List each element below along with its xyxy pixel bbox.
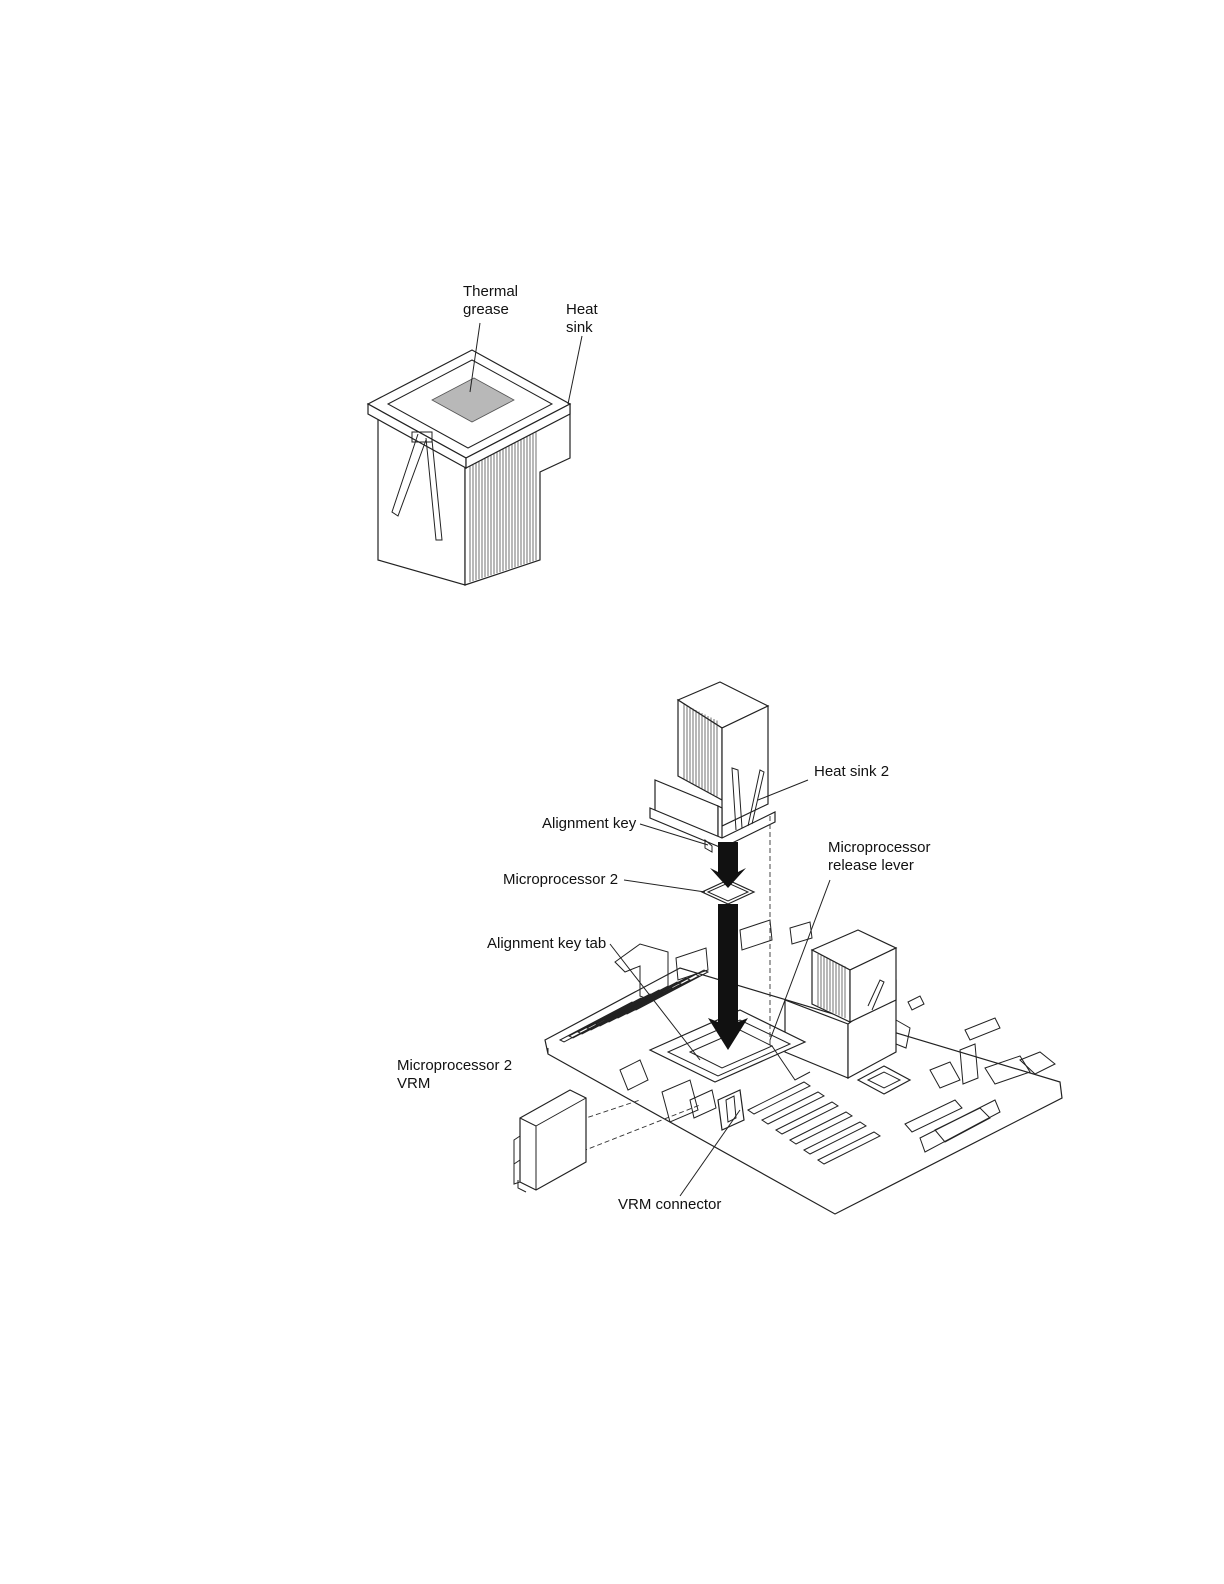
system-board	[545, 920, 1062, 1214]
down-arrow-icon	[710, 842, 746, 888]
microprocessor-2-label: Microprocessor 2	[503, 871, 618, 889]
vrm-label-line2: VRM	[397, 1075, 512, 1093]
heat-sink-2-label: Heat sink 2	[814, 763, 889, 781]
release-lever-label-line1: Microprocessor	[828, 839, 931, 857]
release-lever-label: Microprocessor release lever	[828, 839, 931, 875]
vrm-label-line1: Microprocessor 2	[397, 1057, 512, 1075]
vrm-module	[514, 1090, 586, 1192]
heat-sink-2	[650, 682, 775, 852]
vrm-label: Microprocessor 2 VRM	[397, 1057, 512, 1093]
alignment-key-tab-label: Alignment key tab	[487, 935, 606, 953]
vrm-connector-label: VRM connector	[618, 1196, 721, 1214]
alignment-key-label: Alignment key	[542, 815, 636, 833]
release-lever-label-line2: release lever	[828, 857, 931, 875]
